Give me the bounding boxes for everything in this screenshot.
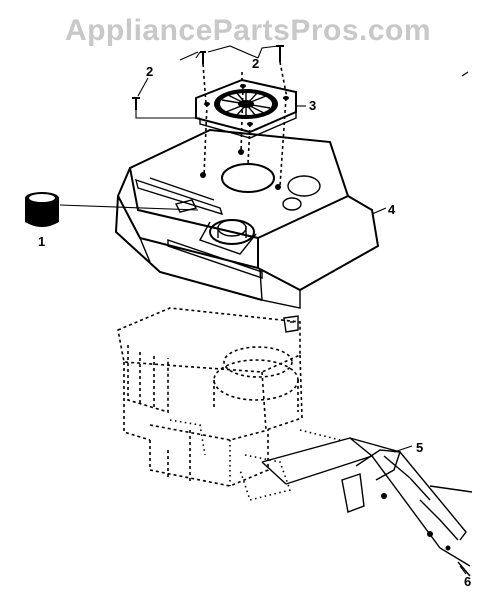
callout-6: 6: [464, 574, 471, 589]
throttle-control: [261, 429, 473, 577]
callout-2-right: 2: [252, 56, 259, 71]
callout-1: 1: [38, 234, 45, 249]
watermark: AppliancePartsPros.com: [64, 14, 432, 47]
callout-3: 3: [309, 98, 316, 113]
engine-shroud: [114, 128, 380, 309]
callout-2-left: 2: [146, 64, 153, 79]
leader-lines: [59, 45, 469, 575]
callout-5: 5: [416, 440, 423, 455]
engine-outline: [117, 307, 303, 501]
callout-4: 4: [388, 202, 396, 217]
fuel-cap: [25, 192, 59, 227]
